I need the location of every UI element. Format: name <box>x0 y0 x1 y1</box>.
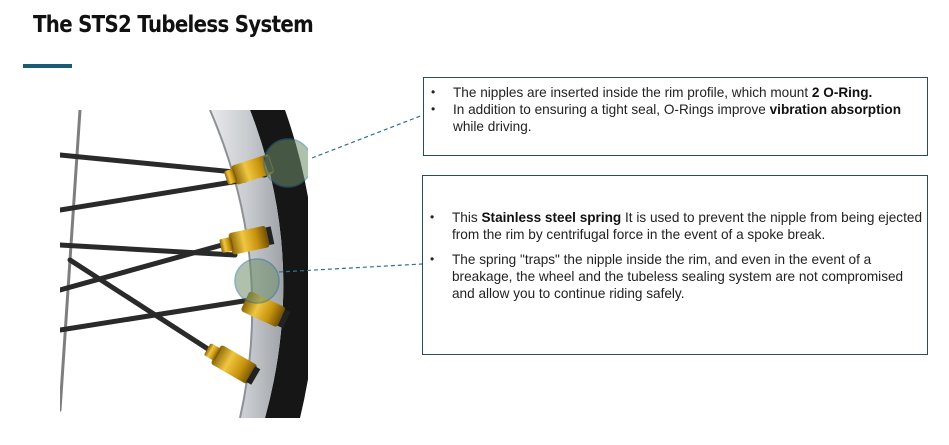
o-ring-callout-box: The nipples are inserted inside the rim … <box>423 77 928 156</box>
spring-bullet-1: This Stainless steel spring It is used t… <box>423 209 927 243</box>
o-ring-bullet-1: The nipples are inserted inside the rim … <box>424 84 927 101</box>
o-ring-bullet-2: In addition to ensuring a tight seal, O-… <box>424 101 927 135</box>
spring-callout-box: This Stainless steel spring It is used t… <box>422 175 928 355</box>
wheel-nipple-photo <box>60 110 308 418</box>
spring-bullet-2: The spring "traps" the nipple inside the… <box>423 251 927 302</box>
title-accent-rule <box>23 64 72 68</box>
page-title: The STS2 Tubeless System <box>33 12 314 38</box>
